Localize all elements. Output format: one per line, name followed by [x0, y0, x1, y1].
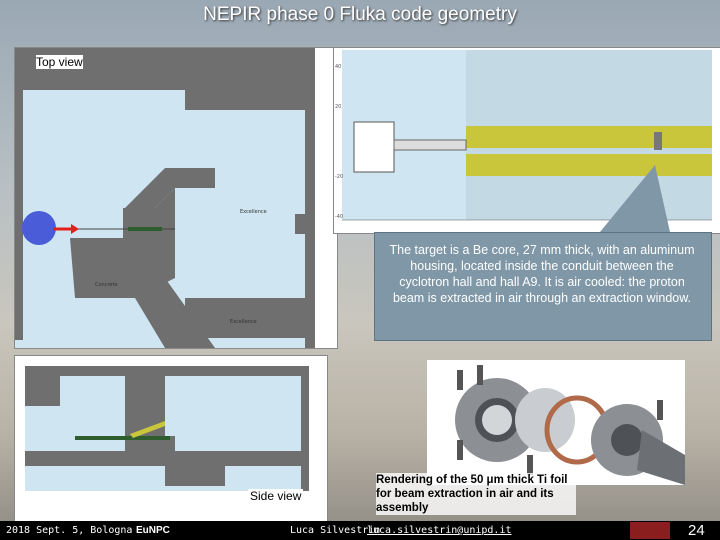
svg-text:Excellence: Excellence: [240, 209, 267, 215]
top-view-geometry: Excellence Concrete Excellence: [15, 48, 337, 348]
footer-email-link[interactable]: luca.silvestrin@unipd.it: [367, 525, 512, 536]
side-view-label: Side view: [248, 489, 304, 503]
slide-title: NEPIR phase 0 Fluka code geometry: [203, 4, 517, 25]
footer-bar: [0, 521, 720, 540]
zoom-view-panel: 40 20 -20 -40: [333, 47, 720, 234]
top-view-panel: Excellence Concrete Excellence: [14, 47, 338, 349]
footer-author: Luca Silvestrin: [290, 525, 381, 536]
svg-text:-40: -40: [335, 214, 343, 220]
footer-date-place: 2018 Sept. 5, Bologna: [6, 525, 133, 536]
svg-text:-20: -20: [335, 174, 343, 180]
top-view-label: Top view: [36, 55, 83, 69]
rendering-caption: Rendering of the 50 μm thick Ti foil for…: [376, 473, 576, 515]
svg-text:40: 40: [335, 64, 341, 70]
page-number: 24: [688, 522, 705, 539]
foil-rendering-image: [427, 360, 685, 485]
svg-text:20: 20: [335, 104, 341, 110]
svg-text:Concrete: Concrete: [95, 282, 118, 288]
university-logo: [630, 522, 670, 539]
callout-pointer: [600, 165, 670, 232]
callout-text: The target is a Be core, 27 mm thick, wi…: [389, 243, 695, 305]
callout-box: [374, 232, 712, 341]
svg-text:Excellence: Excellence: [230, 319, 257, 325]
footer-event: EuNPC: [136, 525, 170, 536]
side-view-geometry: [15, 356, 327, 521]
